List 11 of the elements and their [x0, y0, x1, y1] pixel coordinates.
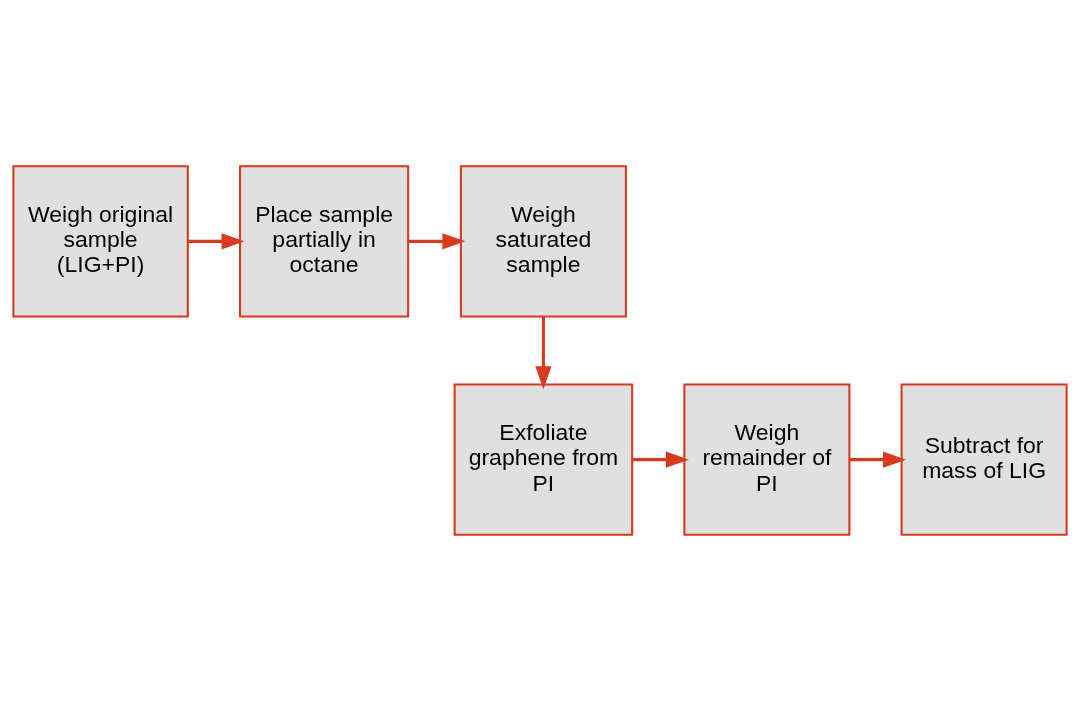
node-box: Place sample partially in octane [238, 165, 410, 318]
node-box: Weigh remainder of PI [683, 383, 851, 536]
arrow [408, 233, 466, 250]
arrow [632, 451, 689, 468]
arrow [187, 233, 245, 250]
arrow [849, 451, 907, 468]
arrow [535, 316, 552, 390]
node-box: Subtract for mass of LIG [900, 383, 1068, 536]
node-box: Exfoliate graphene from PI [453, 383, 634, 536]
node-box: Weigh saturated sample [459, 165, 627, 318]
node-box: Weigh original sample (LIG+PI) [12, 165, 189, 318]
